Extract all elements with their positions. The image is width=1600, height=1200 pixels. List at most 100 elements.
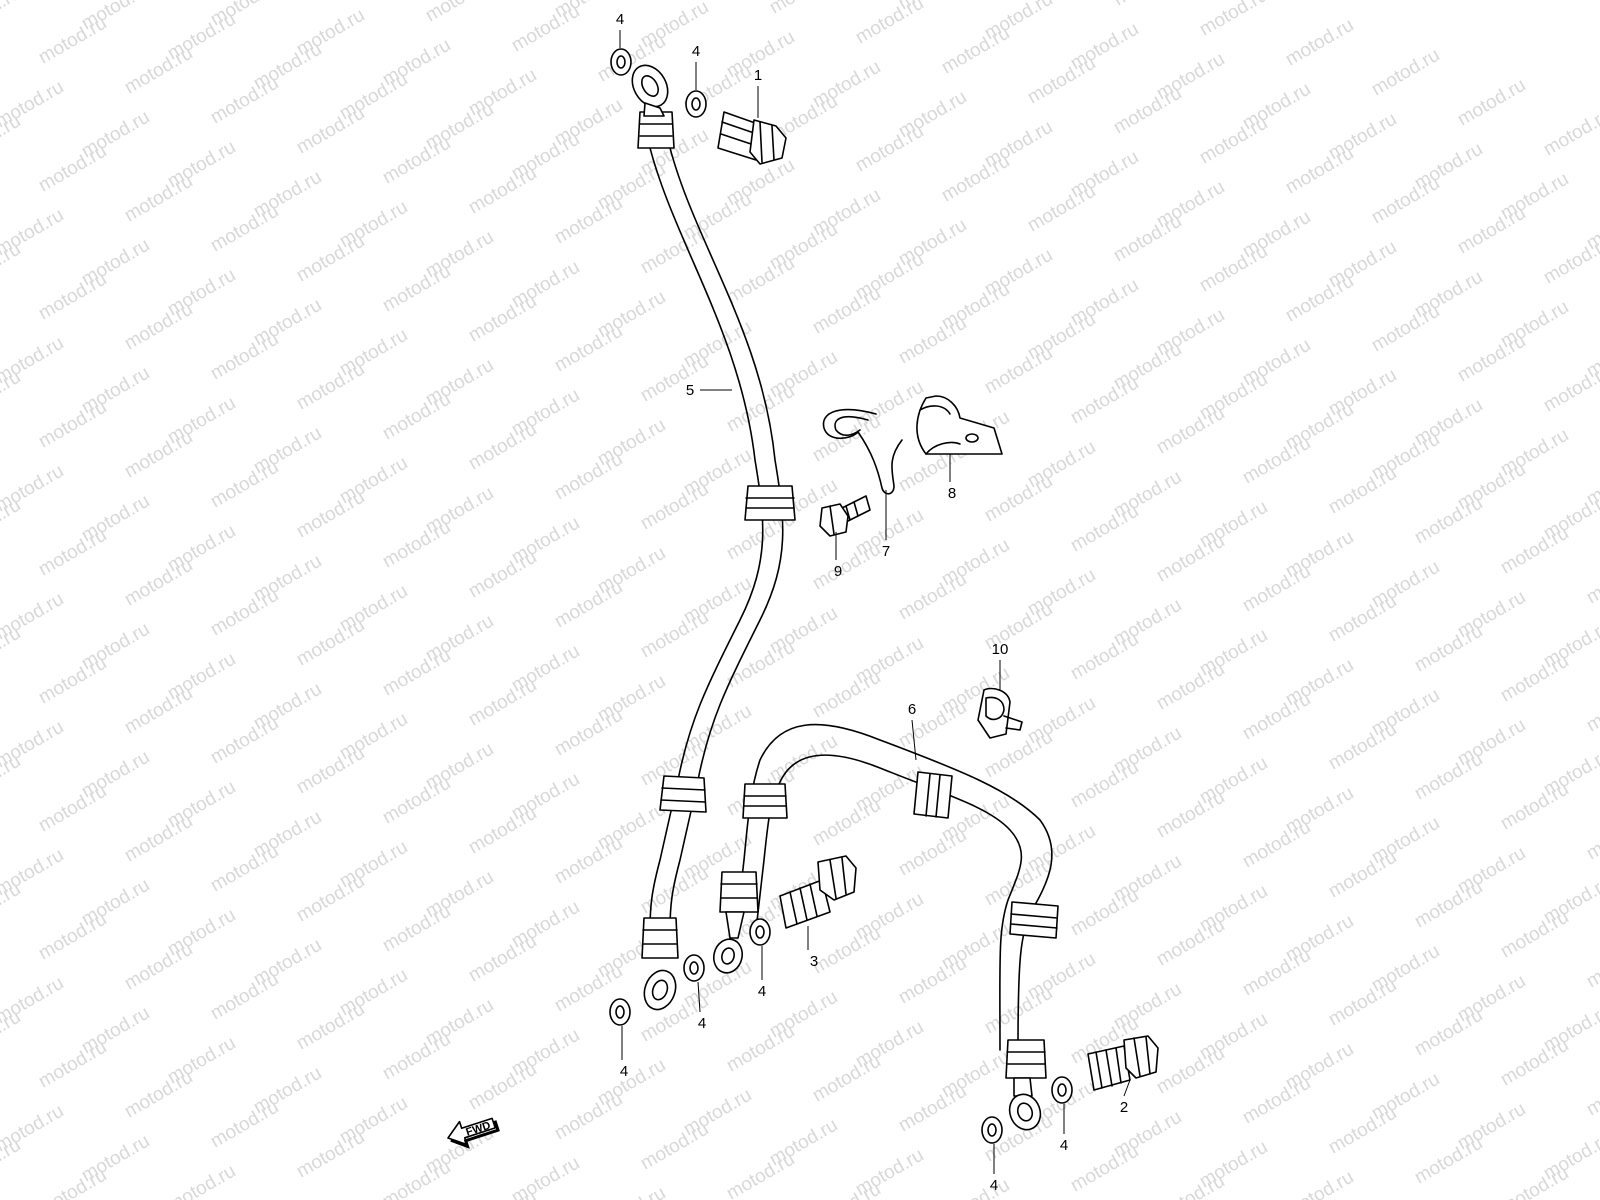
callout-10: 10: [992, 641, 1009, 658]
watermark-text: motod.ru: [551, 833, 626, 889]
watermark-text: motod.ru: [637, 1119, 712, 1175]
watermark-text: motod.ru: [551, 1089, 626, 1145]
watermark-text: motod.ru: [121, 555, 196, 611]
watermark-text: motod.ru: [121, 683, 196, 739]
watermark-text: motod.ru: [1497, 651, 1572, 707]
watermark-text: motod.ru: [379, 901, 454, 957]
watermark-text: motod.ru: [1282, 143, 1357, 199]
watermark-text: motod.ru: [465, 419, 540, 475]
watermark-text: motod.ru: [121, 1067, 196, 1123]
watermark-text: motod.ru: [1497, 523, 1572, 579]
watermark-text: motod.ru: [637, 351, 712, 407]
watermark-text: motod.ru: [637, 863, 712, 919]
watermark-text: motod.ru: [1282, 271, 1357, 327]
watermark-text: motod.ru: [422, 0, 497, 26]
hose-clamp-10: [977, 687, 1023, 739]
callout-8: 8: [948, 485, 956, 502]
watermark-text: motod.ru: [293, 359, 368, 415]
watermark-text: motod.ru: [35, 525, 110, 581]
watermark-text: motod.ru: [465, 163, 540, 219]
watermark-text: motod.ru: [551, 577, 626, 633]
washer-a: [610, 48, 632, 76]
watermark-text: motod.ru: [723, 1149, 798, 1200]
watermark-text: motod.ru: [35, 13, 110, 69]
watermark-text: motod.ru: [895, 1081, 970, 1137]
watermark-text: motod.ru: [35, 141, 110, 197]
washer-f: [981, 1116, 1003, 1144]
watermark-text: motod.ru: [1239, 561, 1314, 617]
watermark-text: motod.ru: [207, 713, 282, 769]
watermark-text: motod.ru: [852, 0, 927, 48]
watermark-text: motod.ru: [1497, 907, 1572, 963]
watermark-text: motod.ru: [207, 841, 282, 897]
watermark-text: motod.ru: [1325, 1103, 1400, 1159]
watermark-text: motod.ru: [1153, 1171, 1228, 1200]
watermark-text: motod.ru: [723, 1021, 798, 1077]
watermark-text: motod.ru: [508, 1, 583, 57]
brake-hose-lower: [712, 723, 1059, 1131]
watermark-text: motod.ru: [35, 397, 110, 453]
watermark-text: motod.ru: [1067, 373, 1142, 429]
watermark-text: motod.ru: [1411, 877, 1486, 933]
watermark-text: motod.ru: [379, 133, 454, 189]
watermark-text: motod.ru: [809, 667, 884, 723]
washer-d: [683, 954, 705, 982]
watermark-text: motod.ru: [121, 43, 196, 99]
watermark-text: motod.ru: [1583, 553, 1600, 609]
watermark-text: motod.ru: [121, 427, 196, 483]
watermark-text: motod.ru: [1067, 1141, 1142, 1197]
watermark-text: motod.ru: [1110, 211, 1185, 267]
watermark-text: motod.ru: [551, 705, 626, 761]
watermark-text: motod.ru: [809, 1179, 884, 1200]
watermark-text: motod.ru: [895, 569, 970, 625]
watermark-text: motod.ru: [1411, 493, 1486, 549]
watermark-text: motod.ru: [1325, 975, 1400, 1031]
watermark-text: motod.ru: [379, 645, 454, 701]
watermark-text: motod.ru: [594, 1183, 669, 1200]
watermark-text: motod.ru: [35, 909, 110, 965]
watermark-text: motod.ru: [465, 291, 540, 347]
watermark-text: motod.ru: [121, 299, 196, 355]
watermark-text: motod.ru: [1239, 689, 1314, 745]
leader-lines: [619, 30, 1131, 1174]
watermark-text: motod.ru: [1239, 945, 1314, 1001]
watermark-text: motod.ru: [1153, 915, 1228, 971]
callout-7: 7: [882, 543, 890, 560]
watermark-text: motod.ru: [121, 939, 196, 995]
watermark-text: motod.ru: [207, 201, 282, 257]
watermark-text: motod.ru: [465, 1059, 540, 1115]
watermark-text: motod.ru: [1368, 301, 1443, 357]
watermark-text: motod.ru: [895, 825, 970, 881]
watermark-text: motod.ru: [379, 517, 454, 573]
watermark-text: motod.ru: [981, 471, 1056, 527]
watermark-text: motod.ru: [809, 283, 884, 339]
watermark-text: motod.ru: [1153, 659, 1228, 715]
watermark-text: motod.ru: [723, 637, 798, 693]
watermark-text: motod.ru: [1067, 629, 1142, 685]
watermark-text: motod.ru: [1282, 15, 1357, 71]
callout-4-center: 4: [758, 983, 766, 1000]
watermark-text: motod.ru: [1368, 45, 1443, 101]
watermark-text: motod.ru: [551, 321, 626, 377]
watermark-text: motod.ru: [35, 1165, 110, 1200]
watermark-text: motod.ru: [1454, 203, 1529, 259]
bolt-9: [819, 495, 871, 537]
watermark-text: motod.ru: [938, 151, 1013, 207]
watermark-text: motod.ru: [0, 0, 24, 38]
washer-c: [609, 998, 631, 1026]
watermark-text: motod.ru: [1411, 1005, 1486, 1061]
watermark-text: motod.ru: [293, 487, 368, 543]
watermark-text: motod.ru: [895, 953, 970, 1009]
watermark-text: motod.ru: [1325, 591, 1400, 647]
callout-6: 6: [908, 701, 916, 718]
watermark-text: motod.ru: [207, 1097, 282, 1153]
watermark-text: motod.ru: [1196, 113, 1271, 169]
callout-4-bottom-mid: 4: [698, 1015, 706, 1032]
washer-g: [1051, 1076, 1073, 1104]
watermark-text: motod.ru: [35, 653, 110, 709]
watermark-text: motod.ru: [1024, 181, 1099, 237]
watermark-text: motod.ru: [981, 343, 1056, 399]
callout-4-bottom-right-b: 4: [1060, 1137, 1068, 1154]
